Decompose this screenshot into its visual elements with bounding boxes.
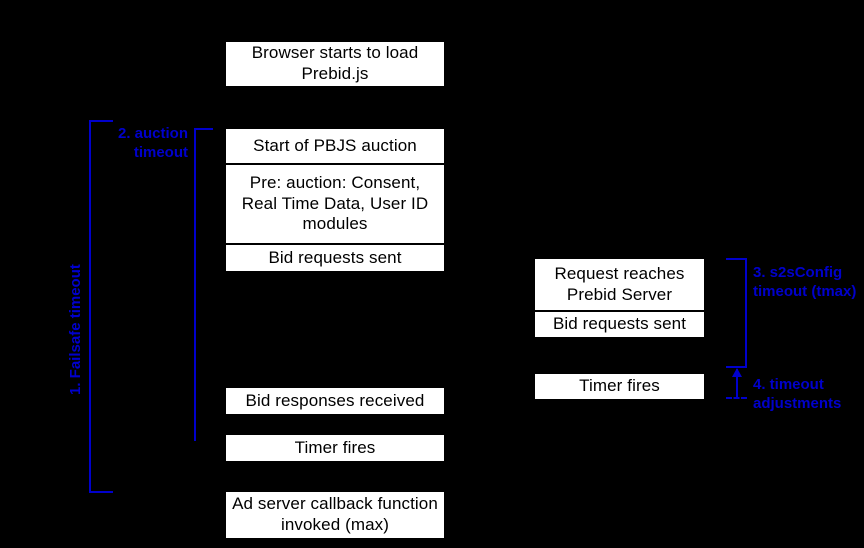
box-timer-fires-client: Timer fires [225, 434, 445, 462]
annotation-failsafe-timeout: 1. Failsafe timeout [67, 264, 84, 395]
s2sconfig-bracket-top-arm [726, 258, 747, 260]
auction-bracket-top-arm [194, 128, 213, 130]
annotation-timeout-adjustments: 4. timeout adjustments [753, 376, 842, 413]
box-pre-auction: Pre: auction: Consent, Real Time Data, U… [225, 164, 445, 244]
box-auction-start-label: Start of PBJS auction [253, 135, 417, 155]
box-bid-responses-received-label: Bid responses received [245, 390, 425, 410]
box-timer-fires-client-label: Timer fires [294, 437, 376, 457]
box-request-reaches-server-label: Request reaches Prebid Server [554, 263, 685, 304]
box-pre-auction-label: Pre: auction: Consent, Real Time Data, U… [241, 172, 429, 234]
s2sconfig-bracket-vertical [745, 258, 747, 368]
box-ad-server-callback: Ad server callback function invoked (max… [225, 491, 445, 539]
auction-bracket-vertical [194, 128, 196, 441]
box-bid-requests-sent-label: Bid requests sent [268, 247, 402, 267]
box-timer-fires-server-label: Timer fires [579, 376, 660, 396]
box-timer-fires-server: Timer fires [534, 373, 705, 400]
box-browser-load: Browser starts to load Prebid.js [225, 41, 445, 87]
box-browser-load-label: Browser starts to load Prebid.js [251, 43, 419, 83]
annotation-auction-timeout: 2. auction timeout [117, 125, 188, 162]
box-ad-server-callback-label: Ad server callback function invoked (max… [232, 494, 438, 534]
failsafe-bracket-bottom-arm [89, 491, 113, 493]
timeout-adjustments-dashed-rule [726, 397, 747, 399]
box-auction-start: Start of PBJS auction [225, 128, 445, 164]
s2sconfig-bracket-bottom-arm [726, 366, 747, 368]
box-server-bid-requests-sent-label: Bid requests sent [552, 314, 687, 334]
box-server-bid-requests-sent: Bid requests sent [534, 311, 705, 338]
box-bid-requests-sent: Bid requests sent [225, 244, 445, 272]
annotation-s2sconfig-timeout: 3. s2sConfig timeout (tmax) [753, 264, 857, 301]
timeout-adjustments-arrow-icon [732, 368, 742, 398]
box-request-reaches-server: Request reaches Prebid Server [534, 258, 705, 311]
box-bid-responses-received: Bid responses received [225, 387, 445, 415]
failsafe-bracket-top-arm [89, 120, 113, 122]
failsafe-bracket-vertical [89, 120, 91, 493]
